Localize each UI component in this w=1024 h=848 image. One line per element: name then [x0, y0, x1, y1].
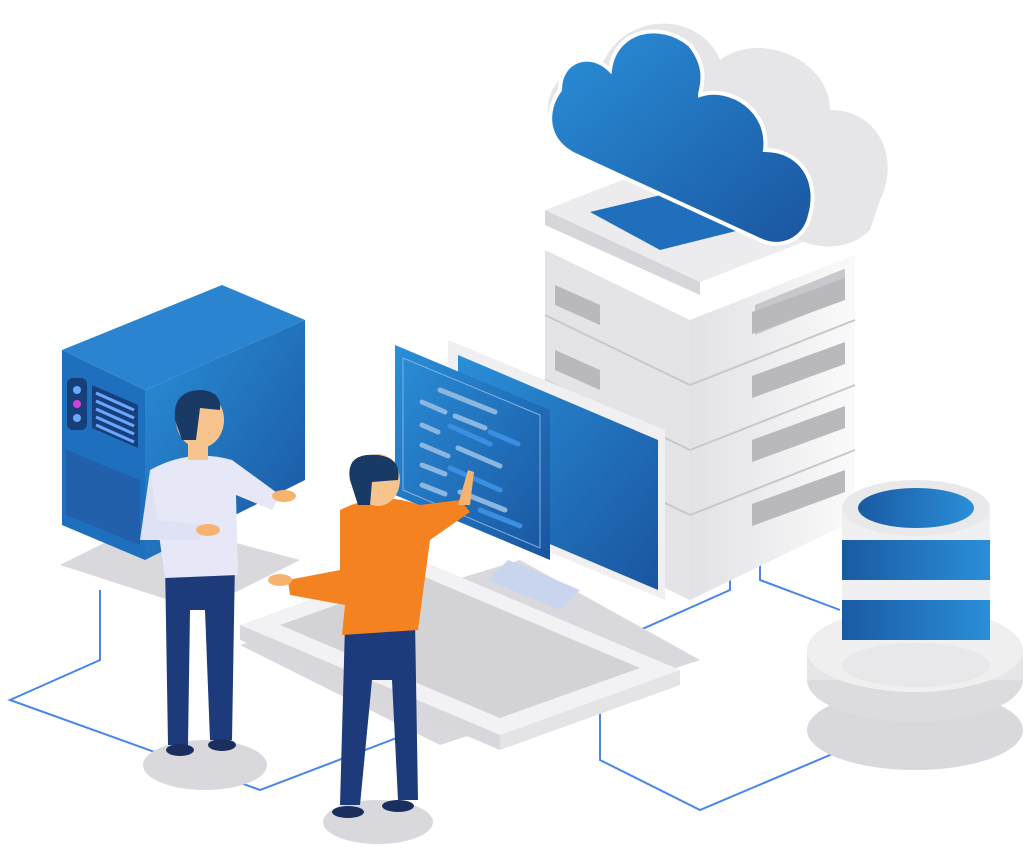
person-white-shirt: [140, 390, 296, 756]
database-cylinder: [807, 480, 1023, 722]
person-orange-shirt: [268, 454, 474, 818]
cloud-icon: [548, 23, 888, 247]
